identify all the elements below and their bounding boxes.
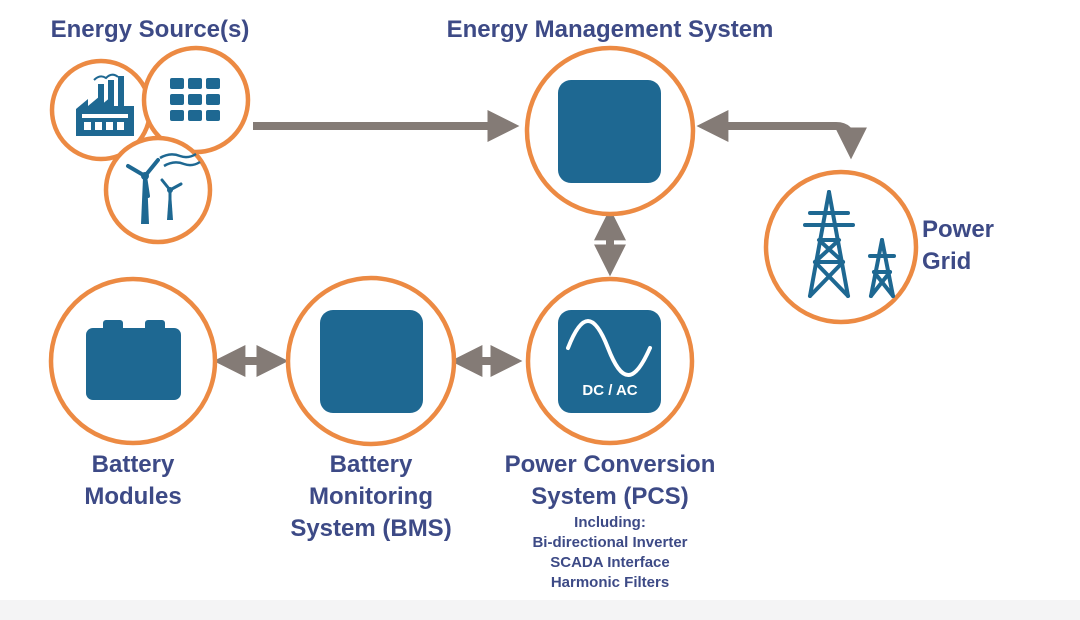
- wind-turbine-icon: [126, 152, 201, 224]
- power-grid-label-line2: Grid: [922, 248, 972, 275]
- battery-icon: [86, 320, 181, 400]
- pcs-detail-line: Harmonic Filters: [550, 574, 670, 591]
- control-square-icon: [320, 310, 423, 413]
- solar-panel-icon: [170, 78, 220, 121]
- ems-node: [524, 45, 696, 217]
- power-grid-label: Power Grid: [922, 214, 1032, 278]
- bms-label-line1: Battery: [329, 451, 413, 478]
- pcs-icon-box: [558, 310, 661, 413]
- battery-modules-label-line2: Modules: [84, 483, 182, 510]
- bms-label-line2: Monitoring: [309, 483, 433, 510]
- pcs-label-line2: System (PCS): [531, 483, 689, 510]
- bms-node: [285, 275, 457, 447]
- ems-label: Energy Management System: [446, 16, 774, 43]
- pcs-label-line1: Power Conversion: [504, 451, 716, 478]
- battery-modules-node: [48, 276, 218, 446]
- power-grid-node: [763, 169, 919, 325]
- pcs-detail-line: SCADA Interface: [550, 554, 670, 571]
- arrow-ems-grid: [696, 110, 867, 160]
- energy-sources-node: [49, 45, 251, 245]
- power-grid-label-line1: Power: [922, 216, 995, 243]
- pcs-detail-line: Bi-directional Inverter: [532, 534, 688, 551]
- sine-wave-icon: [566, 319, 652, 377]
- pcs-node: DC / AC: [525, 276, 695, 446]
- pcs-details: Including: Bi-directional Inverter SCADA…: [485, 513, 735, 593]
- bottom-strip: [0, 600, 1080, 620]
- factory-icon: [76, 73, 134, 136]
- transmission-tower-icon: [803, 190, 896, 298]
- control-square-icon: [558, 80, 661, 183]
- pcs-detail-line: Including:: [574, 514, 646, 531]
- pcs-label: Power Conversion System (PCS) Including:…: [485, 449, 735, 593]
- battery-modules-label-line1: Battery: [91, 451, 175, 478]
- energy-sources-label: Energy Source(s): [50, 16, 250, 43]
- pcs-icon-text: DC / AC: [582, 382, 637, 399]
- bms-label-line3: System (BMS): [290, 515, 452, 542]
- battery-modules-label: Battery Modules: [53, 449, 213, 513]
- bms-label: Battery Monitoring System (BMS): [266, 449, 476, 545]
- connector-arrows: [213, 110, 867, 377]
